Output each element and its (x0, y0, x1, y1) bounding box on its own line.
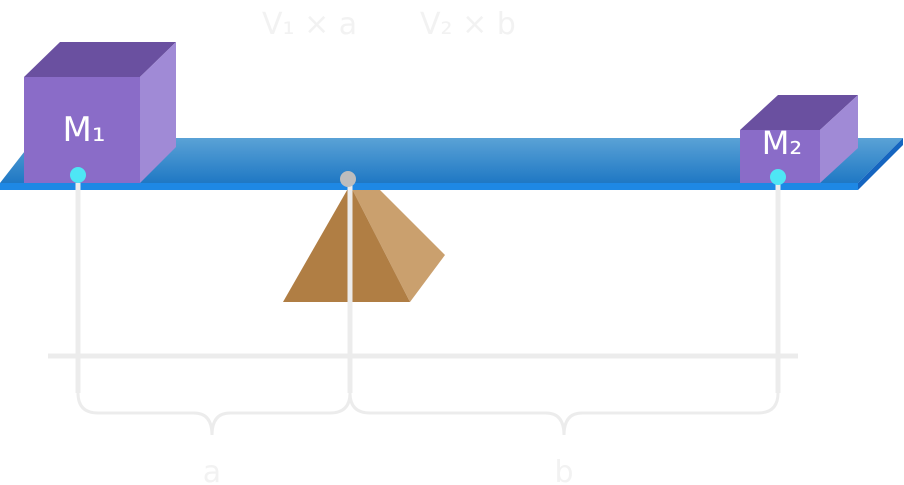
m2-cube-top (740, 95, 858, 130)
beam-right-edge (858, 138, 903, 190)
fulcrum-side (350, 185, 445, 302)
m2-label: M₂ (762, 124, 802, 162)
beam-top (0, 138, 903, 183)
pivot-point (340, 171, 356, 187)
brace-a (76, 392, 352, 436)
equation-left: V₁ × a (262, 7, 357, 42)
m2-cube-side (820, 95, 858, 183)
m1-cube-side (140, 42, 176, 183)
m2-position-marker (770, 169, 786, 185)
brace-b (348, 392, 780, 436)
distance-label-a: a (203, 455, 221, 485)
m1-label: M₁ (63, 110, 106, 150)
fulcrum-front (283, 185, 410, 302)
m1-position-marker (70, 167, 86, 183)
equation-right: V₂ × b (420, 7, 516, 42)
m1-cube-top (24, 42, 176, 77)
distance-label-b: b (554, 455, 573, 485)
beam-front (0, 183, 858, 190)
m1-cube-front (24, 77, 140, 183)
